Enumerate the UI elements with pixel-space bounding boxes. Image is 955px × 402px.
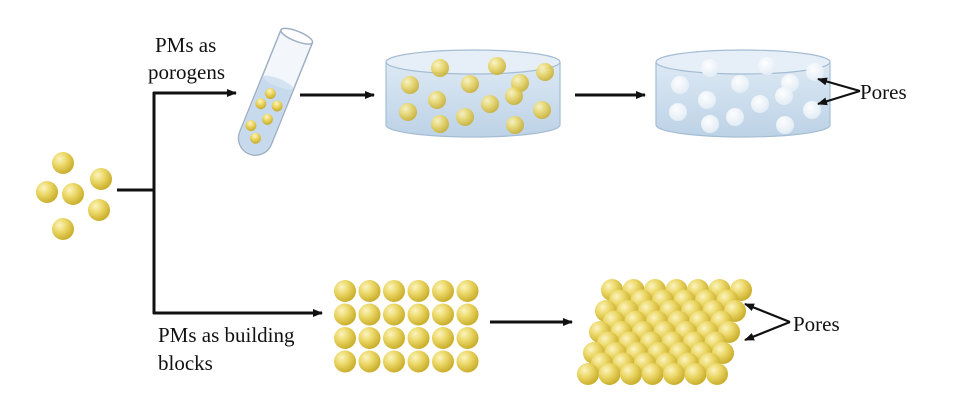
embedded-microsphere-icon xyxy=(481,95,499,113)
microsphere-icon xyxy=(383,327,405,349)
embedded-microsphere-icon xyxy=(399,103,417,121)
embedded-microsphere-icon xyxy=(456,108,474,126)
microsphere-icon xyxy=(598,363,621,385)
blocks-label-line2: blocks xyxy=(158,351,213,375)
microsphere-icon xyxy=(334,280,356,302)
microsphere-icon xyxy=(358,350,381,373)
embedded-microsphere-icon xyxy=(533,101,551,119)
microsphere-icon xyxy=(456,327,479,349)
pore-icon xyxy=(671,76,689,94)
microsphere-icon xyxy=(663,363,685,385)
packed-microsphere-scaffold xyxy=(577,279,752,385)
microsphere-icon xyxy=(36,181,58,203)
microsphere-grid xyxy=(334,280,479,373)
pore-icon xyxy=(775,87,793,105)
microsphere-icon xyxy=(245,120,257,132)
microsphere-icon xyxy=(706,363,728,385)
pore-icon xyxy=(776,116,794,134)
microsphere-icon xyxy=(358,280,381,302)
microsphere-icon xyxy=(407,280,430,302)
pores-label-bottom: Pores xyxy=(793,312,840,336)
microsphere-icon xyxy=(456,280,479,302)
microsphere-icon xyxy=(456,350,479,373)
microsphere-icon xyxy=(684,363,707,385)
embedded-microsphere-icon xyxy=(401,76,419,94)
microsphere-icon xyxy=(264,88,276,100)
microsphere-icon xyxy=(407,327,430,349)
embedded-microsphere-icon xyxy=(431,115,449,133)
embedded-microsphere-icon xyxy=(461,75,479,93)
blocks-label-line1: PMs as building xyxy=(158,323,295,347)
microsphere-icon xyxy=(383,350,405,373)
microsphere-icon xyxy=(271,100,283,112)
microsphere-icon xyxy=(52,152,74,174)
microsphere-icon xyxy=(88,199,110,221)
microsphere-icon xyxy=(334,350,356,373)
pore-icon xyxy=(803,101,821,119)
hydrogel-dish-icon xyxy=(385,49,561,138)
pore-icon xyxy=(751,95,769,113)
microsphere-icon xyxy=(250,132,262,144)
microsphere-icon xyxy=(358,303,381,326)
embedded-microsphere-icon xyxy=(428,91,446,109)
microsphere-icon xyxy=(432,303,454,326)
test-tube-icon xyxy=(237,27,314,156)
microsphere-icon xyxy=(456,303,479,326)
pore-icon xyxy=(698,91,716,109)
microsphere-icon xyxy=(62,183,84,205)
microsphere-icon xyxy=(407,350,430,373)
pore-icon xyxy=(701,115,719,133)
microsphere-icon xyxy=(358,327,381,349)
microsphere-icon xyxy=(577,363,599,385)
microsphere-icon xyxy=(90,168,112,190)
pore-icon xyxy=(806,63,824,81)
microsphere-icon xyxy=(261,113,273,125)
pore-icon xyxy=(758,57,776,75)
microsphere-icon xyxy=(432,280,454,302)
microsphere-icon xyxy=(620,363,642,385)
embedded-microsphere-icon xyxy=(431,59,449,77)
embedded-microsphere-icon xyxy=(488,57,506,75)
loose-microspheres xyxy=(36,152,112,240)
pore-icon xyxy=(669,103,687,121)
microsphere-icon xyxy=(432,350,454,373)
pores-pointer-top xyxy=(817,77,861,106)
microsphere-icon xyxy=(334,327,356,349)
pore-icon xyxy=(701,59,719,77)
pore-icon xyxy=(731,75,749,93)
porogens-label-line1: PMs as xyxy=(155,33,216,57)
embedded-microsphere-icon xyxy=(506,116,524,134)
branch-connector xyxy=(117,92,156,314)
microsphere-icon xyxy=(432,327,454,349)
porous-hydrogel-icon xyxy=(655,49,831,138)
pore-icon xyxy=(726,108,744,126)
microsphere-icon xyxy=(641,363,664,385)
microsphere-icon xyxy=(383,303,405,326)
pores-pointer-bottom xyxy=(744,302,791,342)
pores-label-top: Pores xyxy=(860,80,907,104)
embedded-microsphere-icon xyxy=(505,87,523,105)
microsphere-icon xyxy=(255,98,267,110)
porogens-label-line2: porogens xyxy=(148,60,225,84)
microsphere-icon xyxy=(52,218,74,240)
microsphere-icon xyxy=(407,303,430,326)
microsphere-icon xyxy=(334,303,356,326)
embedded-microsphere-icon xyxy=(536,63,554,81)
microsphere-icon xyxy=(383,280,405,302)
